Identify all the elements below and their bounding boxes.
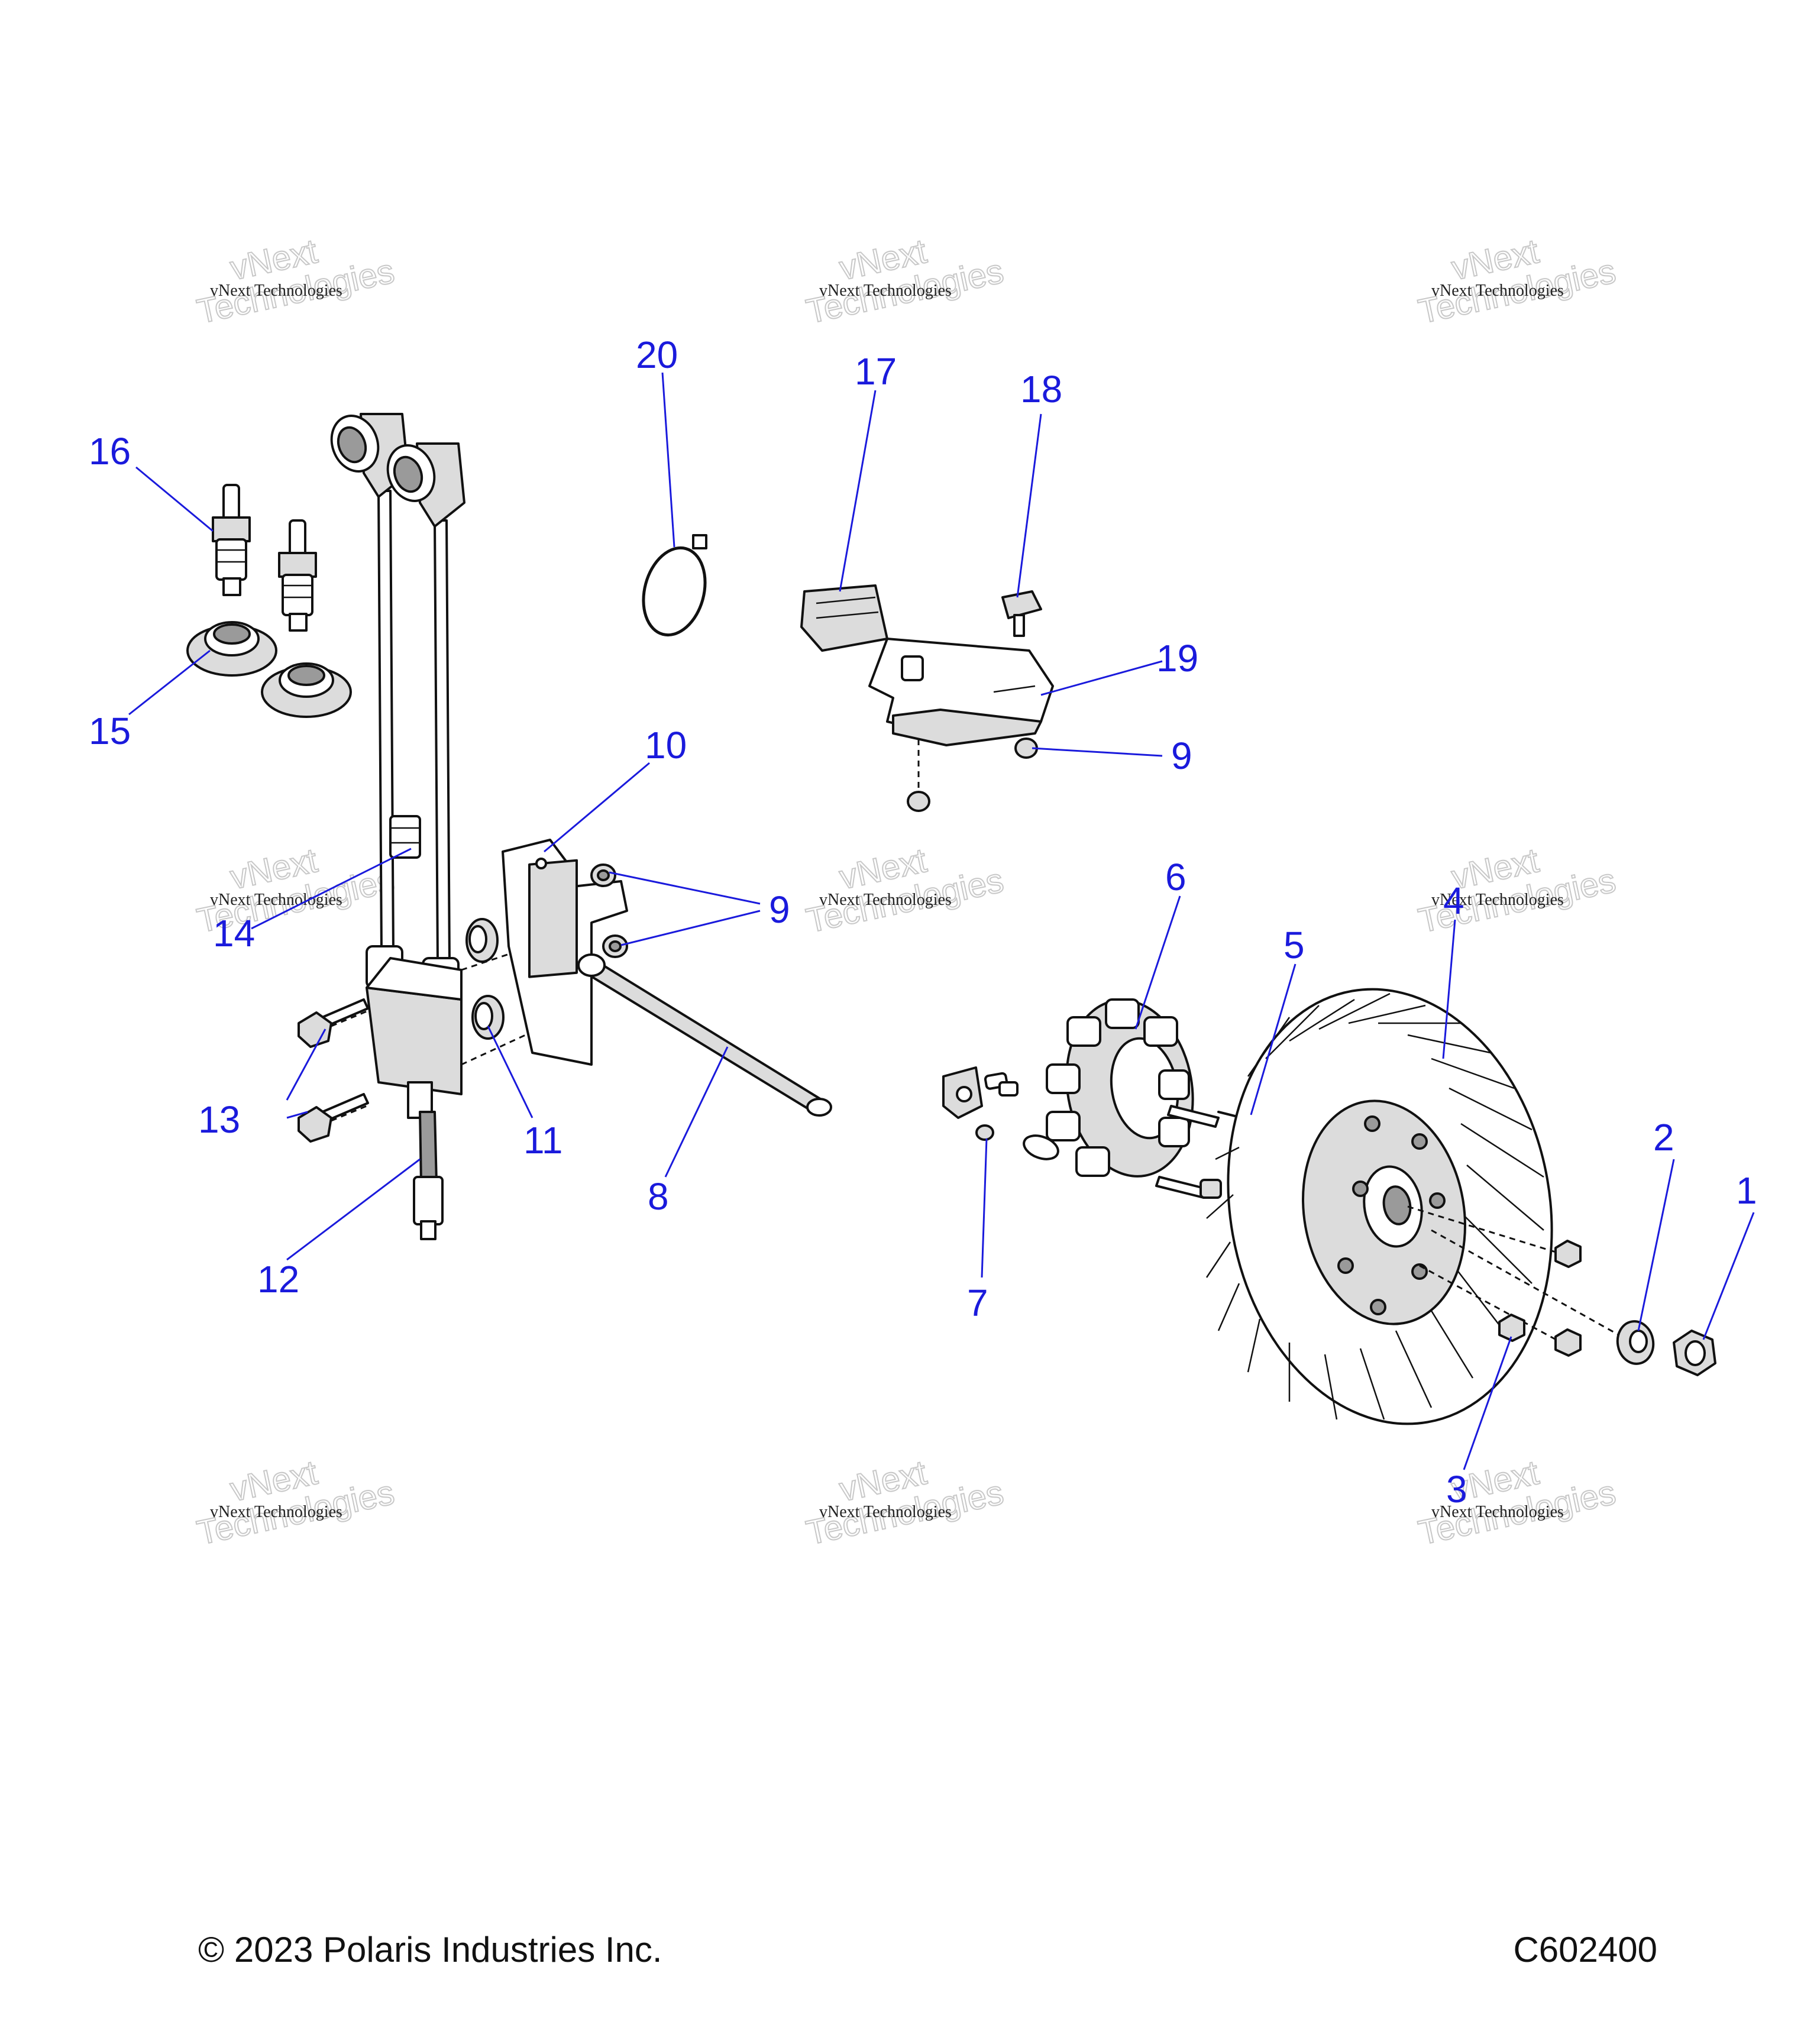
ignition-coil [366, 945, 463, 1119]
callout-5: 5 [1283, 924, 1305, 966]
callout-13: 13 [198, 1098, 240, 1141]
svg-text:vNext Technologies: vNext Technologies [1431, 891, 1564, 909]
coil-spacer-upper [465, 918, 499, 963]
callout-4: 4 [1443, 879, 1464, 922]
stator-poles [1046, 998, 1190, 1177]
callout-3: 3 [1446, 1468, 1467, 1511]
callout-17: 17 [855, 350, 897, 393]
watermark-top-center: vNext Technologies vNext Technologies [803, 231, 1008, 332]
coil-mounting-bolt-upper [298, 998, 369, 1048]
watermark-mid-right: vNext Technologies vNext Technologies [1415, 840, 1620, 941]
spark-plug-seal-right [261, 662, 352, 718]
callout-18: 18 [1020, 368, 1062, 410]
coil-mounting-bolt-lower [298, 1093, 369, 1143]
stator [1046, 998, 1194, 1178]
callout-15: 15 [89, 710, 131, 752]
callout-numbers: 1 2 3 4 5 6 7 8 9 9 10 11 12 13 14 15 16… [89, 334, 1757, 1511]
callout-9-ecu: 9 [1171, 735, 1192, 777]
flywheel-holes [1337, 1115, 1446, 1315]
ecu-nuts-9 [907, 738, 1038, 812]
watermark-bottom-center: vNext Technologies vNext Technologies [803, 1453, 1008, 1553]
callout-6: 6 [1165, 856, 1186, 898]
callout-2: 2 [1653, 1116, 1674, 1159]
svg-text:vNext Technologies: vNext Technologies [210, 282, 342, 300]
ground-strap [577, 953, 832, 1117]
callout-10: 10 [645, 724, 687, 767]
ecu-connector [800, 584, 888, 652]
spark-plug-boot-right [386, 442, 465, 528]
ignition-coil-assembly [298, 413, 539, 1240]
callout-1: 1 [1736, 1169, 1757, 1212]
callout-9-bracket: 9 [769, 888, 790, 931]
nuts-9-left [590, 863, 628, 958]
copyright-text: © 2023 Polaris Industries Inc. [198, 1930, 662, 1969]
svg-text:vNext Technologies: vNext Technologies [819, 1503, 952, 1521]
callout-19: 19 [1156, 637, 1198, 680]
callout-8: 8 [648, 1175, 669, 1218]
coil-spacer-lower [471, 995, 505, 1040]
watermark-top-right: vNext Technologies vNext Technologies [1415, 231, 1620, 332]
svg-text:vNext Technologies: vNext Technologies [819, 282, 952, 300]
svg-text:vNext Technologies: vNext Technologies [1431, 282, 1564, 300]
watermark-top-left: vNext Technologies vNext Technologies [193, 231, 399, 332]
spark-plug-left [212, 484, 251, 596]
flywheel [1205, 988, 1553, 1425]
callout-12: 12 [257, 1258, 299, 1301]
coil-harness-connector [413, 1111, 444, 1240]
callout-20: 20 [636, 334, 678, 376]
coil-mounting-bracket [502, 839, 628, 1066]
spark-plug-group [186, 484, 352, 718]
flywheel-fins [1205, 992, 1544, 1420]
flywheel-bolts-3 [1407, 1205, 1582, 1357]
pickup-screw-7 [975, 1081, 1019, 1141]
callout-7: 7 [967, 1282, 988, 1324]
callout-16: 16 [89, 430, 131, 473]
flywheel-nut [1673, 1330, 1716, 1376]
leader-lines [128, 372, 1755, 1470]
svg-text:vNext Technologies: vNext Technologies [1431, 1503, 1564, 1521]
watermark-bottom-left: vNext Technologies vNext Technologies [193, 1453, 399, 1553]
ecu-module [868, 638, 1054, 746]
svg-text:vNext Technologies: vNext Technologies [210, 1503, 342, 1521]
wire-clip [389, 815, 421, 859]
watermark-mid-center: vNext Technologies vNext Technologies [803, 840, 1008, 941]
pickup-sensor [942, 1066, 1059, 1160]
watermark-bottom-right: vNext Technologies vNext Technologies [1415, 1453, 1620, 1553]
cable-tie [642, 534, 707, 637]
spark-plug-right [278, 519, 317, 632]
callout-11: 11 [523, 1119, 562, 1162]
svg-text:vNext Technologies: vNext Technologies [819, 891, 952, 909]
ecu-fastener-18 [1001, 590, 1042, 637]
callout-14: 14 [213, 912, 255, 955]
figure-code: C602400 [1513, 1930, 1657, 1969]
spark-plug-seal-left [186, 621, 277, 677]
